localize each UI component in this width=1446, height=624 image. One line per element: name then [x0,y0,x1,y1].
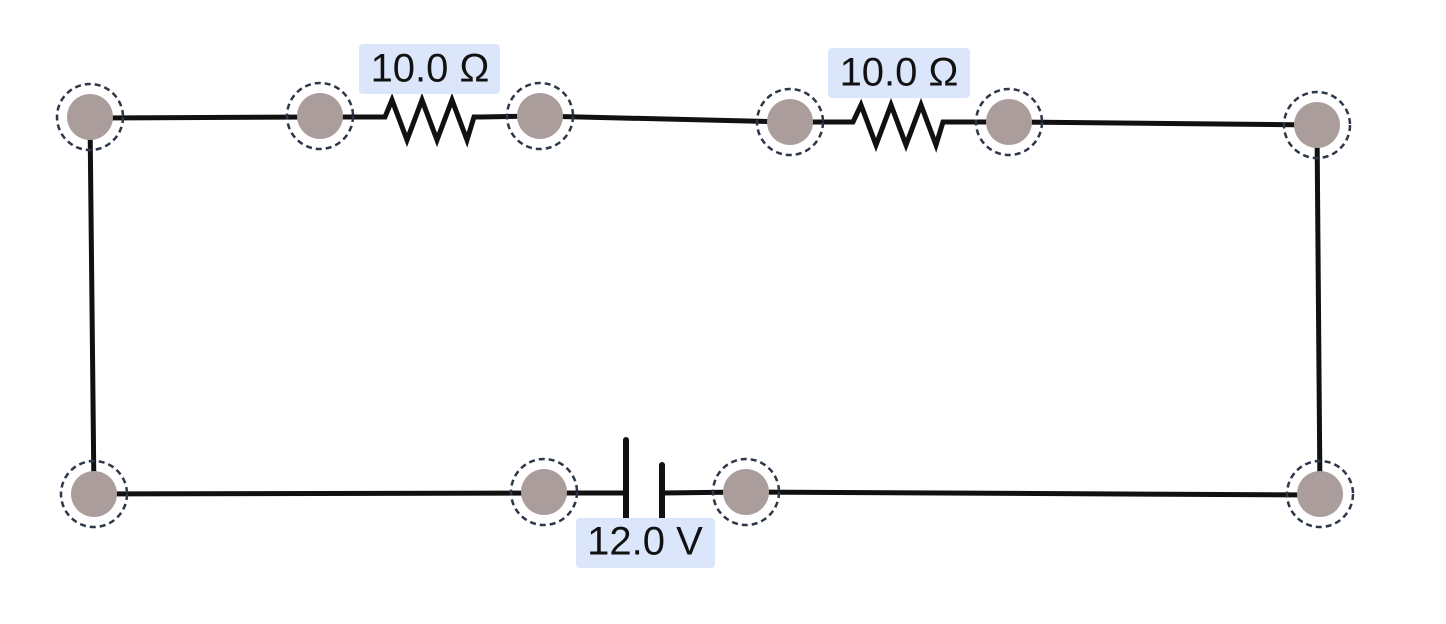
node-ring [1282,90,1352,160]
resistor-1-value-label[interactable]: 10.0 Ω [359,44,500,94]
node-dot [521,469,567,515]
wire-left[interactable] [87,115,97,497]
label-background [576,518,715,568]
node-dot [71,471,117,517]
nodes [55,81,1355,529]
battery-value-text: 12.0 V [587,520,703,564]
node-ring [509,457,579,527]
node-bottom-left[interactable] [59,459,129,529]
wires [87,113,1323,498]
label-background [359,44,500,94]
battery-value-label[interactable]: 12.0 V [576,518,715,568]
resistor-1[interactable] [315,92,542,148]
resistor-1-symbol [315,92,542,148]
wire-top-left[interactable] [87,114,321,121]
wire-top-middle[interactable] [536,113,793,125]
node-ring [55,82,125,152]
node-dot [517,93,563,139]
node-dot [1297,471,1343,517]
resistor-1-value-text: 10.0 Ω [371,47,490,91]
node-ring [1285,459,1355,529]
node-ring [974,87,1044,157]
node-ring [505,81,575,151]
node-resistor-2-right[interactable] [974,87,1044,157]
wire-right[interactable] [1314,122,1323,498]
node-dot [767,99,813,145]
resistor-2-symbol [787,97,1013,153]
node-dot [1294,102,1340,148]
node-dot [297,93,343,139]
node-ring [59,459,129,529]
wire-bottom-left[interactable] [91,490,547,497]
node-battery-left[interactable] [509,457,579,527]
node-battery-right[interactable] [711,457,781,527]
label-background [828,48,970,98]
resistor-2-value-label[interactable]: 10.0 Ω [828,48,970,98]
node-ring [711,457,781,527]
node-top-left[interactable] [55,82,125,152]
wire-top-right[interactable] [1007,119,1320,128]
node-ring [285,81,355,151]
wire-bottom-right[interactable] [743,489,1323,498]
node-resistor-1-right[interactable] [505,81,575,151]
node-dot [67,94,113,140]
node-dot [986,99,1032,145]
resistor-2[interactable] [787,97,1013,153]
node-ring [755,87,825,157]
node-top-right[interactable] [1282,90,1352,160]
node-resistor-2-left[interactable] [755,87,825,157]
node-resistor-1-left[interactable] [285,81,355,151]
node-bottom-right[interactable] [1285,459,1355,529]
node-dot [723,469,769,515]
resistor-2-value-text: 10.0 Ω [840,51,959,95]
